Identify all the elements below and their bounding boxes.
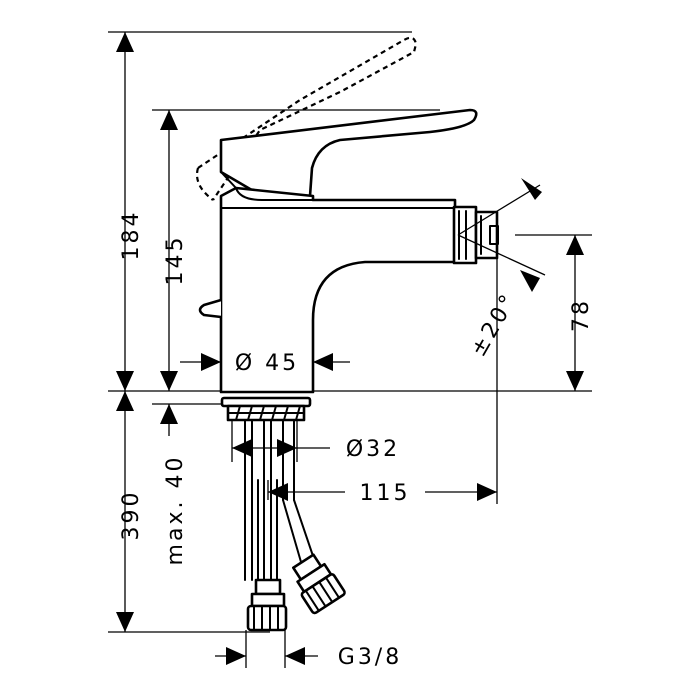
dim-diameter-45: Ø 45: [235, 351, 299, 376]
dim-g3-8: G3/8: [338, 645, 402, 670]
dim-390: 390: [119, 490, 144, 541]
threaded-shank: [244, 419, 272, 581]
flex-hose-straight: [257, 479, 278, 586]
lever-open-position: [197, 36, 418, 201]
faucet-outline: [195, 36, 499, 632]
dim-145: 145: [163, 235, 188, 286]
hose-fitting-right: [292, 553, 346, 615]
dim-115: 115: [360, 481, 411, 506]
dim-max-40: max. 40: [163, 455, 188, 566]
extension-lines: [108, 31, 592, 668]
dimension-lines: [116, 32, 584, 665]
dimension-labels: 184 145 78 390 max. 40 Ø 45 ±20° Ø32 115…: [119, 210, 594, 671]
hose-fitting-left: [246, 578, 288, 632]
dim-78: 78: [569, 298, 594, 332]
dim-diameter-32: Ø32: [346, 437, 400, 462]
dim-angle-20: ±20°: [466, 288, 522, 361]
mixer-body: [219, 186, 457, 394]
dim-184: 184: [119, 210, 144, 261]
lever-handle: [219, 108, 478, 198]
popup-rod: [198, 298, 222, 319]
flex-hose-bent: [282, 499, 314, 563]
